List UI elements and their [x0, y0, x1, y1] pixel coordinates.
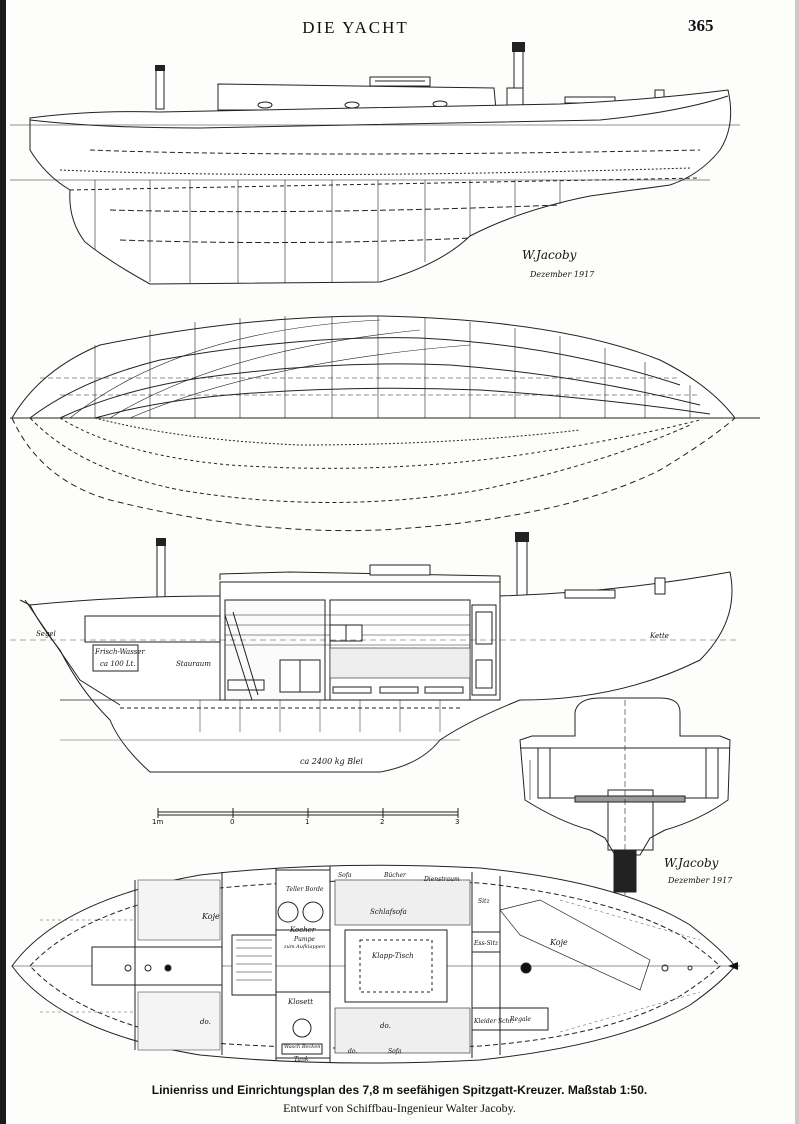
label-tank: Tank — [294, 1056, 309, 1063]
label-ballast: ca 2400 kg Blei — [300, 757, 363, 766]
hull-outline — [29, 89, 732, 285]
label-koje-right: Koje — [550, 938, 568, 947]
scale-tick-1m: 1m — [152, 818, 164, 826]
label-waschbecken: Wasch Becken — [284, 1044, 321, 1050]
label-kette: Kette — [650, 632, 669, 640]
label-segel: Segel — [36, 630, 56, 638]
label-dienstraum: Dienstraum — [424, 876, 460, 883]
scan-left-edge — [0, 0, 6, 1124]
half-breadth-plan — [10, 315, 760, 532]
figure-caption-title: Linienriss und Einrichtungsplan des 7,8 … — [151, 1083, 648, 1097]
settee-cushion-pattern — [329, 647, 471, 679]
sheer-profile — [10, 42, 740, 285]
signature-upper: W.Jacoby — [522, 248, 577, 262]
midship-section — [519, 697, 731, 900]
label-buecher: Bücher — [384, 872, 406, 879]
label-klosett: Klosett — [288, 998, 314, 1006]
label-sitz: Sitz — [478, 898, 490, 905]
label-kocher: Kocher — [290, 926, 316, 934]
scale-tick-0: 0 — [230, 818, 235, 826]
figure-caption-author: Entwurf von Schiffbau-Ingenieur Walter J… — [283, 1101, 516, 1115]
label-do-mid: do. — [380, 1022, 391, 1030]
page-number: 365 — [688, 16, 714, 35]
scale-tick-2: 2 — [380, 818, 385, 826]
page-header-title: DIE YACHT — [302, 18, 409, 37]
label-pumpe-note: zum Aufklappen — [284, 944, 326, 950]
signature-upper-date: Dezember 1917 — [530, 270, 595, 279]
forehatch — [91, 946, 223, 986]
accommodation-profile — [10, 532, 740, 773]
signature-lower-date: Dezember 1917 — [668, 876, 733, 885]
label-schlafsofa: Schlafsofa — [370, 908, 407, 916]
scale-tick-3: 3 — [455, 818, 460, 826]
mast-stub-fore — [155, 66, 165, 110]
scale-tick-1: 1 — [305, 818, 310, 826]
scale-bar — [157, 808, 459, 818]
label-kleider: Kleider Schr. — [474, 1018, 514, 1025]
label-stauraum: Stauraum — [176, 660, 211, 668]
label-sofa-bottom-do: do. — [348, 1048, 358, 1055]
label-teller-borde: Teller Borde — [286, 886, 324, 893]
label-regale: Regale — [510, 1016, 531, 1023]
saloon-table — [344, 929, 448, 1003]
scan-right-edge — [795, 0, 799, 1124]
signature-lower: W.Jacoby — [664, 856, 719, 870]
accommodation-plan — [11, 864, 740, 1064]
label-do-left: do. — [200, 1018, 211, 1026]
label-sofa-bottom: Sofa — [388, 1048, 402, 1055]
label-frischwasser-amount: ca 100 Lt. — [100, 660, 136, 668]
label-pumpe: Pumpe — [294, 936, 315, 943]
freshwater-tank — [92, 644, 139, 672]
label-frischwasser: Frisch-Wasser — [95, 648, 145, 656]
label-koje-left: Koje — [202, 912, 220, 921]
label-klapptisch: Klapp-Tisch — [372, 952, 414, 960]
label-sofa-top: Sofa — [338, 872, 352, 879]
label-ess-sitz: Ess-Sitz — [474, 940, 499, 947]
